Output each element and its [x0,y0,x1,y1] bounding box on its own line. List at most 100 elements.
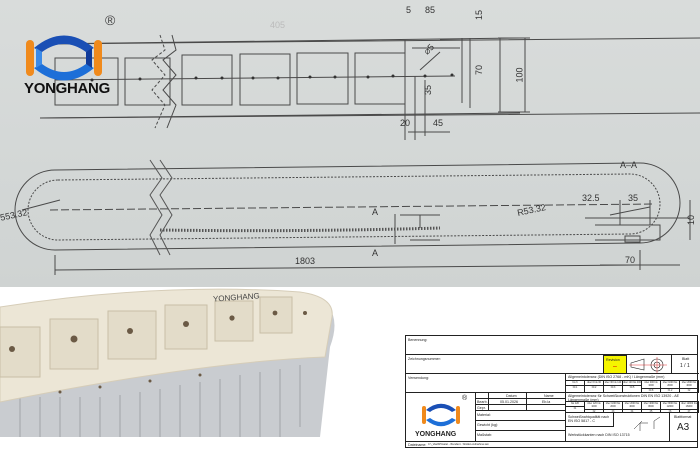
dim-5: 5 [406,5,412,15]
name-label: Name [544,394,554,398]
gewicht-label: Gewicht (kg): [477,423,499,427]
tolerance-value: ±0.2 [585,385,603,389]
tolerance-table-1: Allgemeintoleranz (DIN ISO 2768 - mK) / … [566,374,699,393]
dim-85: 85 [425,5,436,15]
title-block: Benennung: Zeichnungsnummer: Revision – … [405,335,699,448]
belt-product-photo: YONGHANG [0,287,390,450]
bearb-date: 05.01.2026 [500,400,518,404]
dim-20: 20 [400,118,411,128]
material-label: Material: [477,413,491,417]
tolerance-value: ±0.3 [604,385,622,389]
tolerance-cell: über 30 bis 120±0.3 [604,381,623,393]
title-block-logo: ® YONGHANG [406,393,476,441]
section-title: A–A [620,160,638,170]
dim-35: 35 [423,84,434,96]
dim-15: 15 [474,9,485,21]
massstab-label: Maßstab: [477,433,492,437]
dim-100: 100 [514,67,525,83]
zeichnungsnummer-label: Zeichnungsnummer: [408,357,441,361]
section-label-a-lower: A [372,248,379,258]
tolerance-cell: über 4000 bis 8000±5 [642,402,661,413]
tolerance-range: über 2000 bis 4000 [624,402,640,408]
top-strip-edge [39,37,521,45]
revision-value: – [613,363,617,370]
tolerance-value: ±1 [566,406,584,410]
verwendung-label: Verwendung: [408,376,429,380]
dim-70: 70 [474,64,485,76]
tolerance-cell: über 12000 bis 16000±7 [680,402,699,413]
dateiname-label: Dateiname: [408,443,427,447]
tolerance-cell: über 120 bis 1000±2 [585,402,604,413]
brand-name: YONGHANG [415,431,457,438]
row-benennung: Benennung: [406,336,697,355]
dim-35-section: 35 [628,193,639,203]
tolerance-cell: über 2000 bis 4000±4 [623,402,642,413]
tolerance-range: über 12000 bis 16000 [681,402,697,408]
tol2-title: Allgemeintoleranz für Schweißkonstruktio… [568,394,680,402]
tolerance-value: ±2 [680,388,698,392]
tolerance-cell: bis 6±0.1 [566,381,585,393]
tolerance-cell: über 1000 bis 2000±1.2 [661,381,680,393]
benennung-label: Benennung: [408,338,428,342]
registered-mark: ® [462,395,468,402]
timing-belt-image [0,288,335,437]
tolerance-cell: über 2000 bis 4000±2 [680,381,699,393]
dateiname-value: C:\_Vault\Private\...\Kunden\...\Stollen… [428,443,489,446]
dim-70-section: 70 [625,255,636,265]
tolerance-range: bis 120 [571,402,579,405]
brand-name: YONGHANG [24,80,110,97]
tolerance-table-2: Allgemeintoleranz für Schweißkonstruktio… [566,393,699,413]
werkstueck-box: Werkstückkanten nach DIN ISO 13715 [566,427,669,441]
section-label-a: A [372,207,379,217]
tolerance-range: über 120 bis 400 [623,381,641,384]
tolerance-range: über 8000 bis 12000 [662,402,678,408]
break-line [151,34,166,129]
tolerance-value: ±0.8 [642,388,660,392]
drawing-lines [14,34,700,275]
logo-mark-icon [422,403,460,427]
tolerance-cell: über 1000 bis 2000±3 [604,402,623,413]
tolerance-range: über 6 bis 30 [587,381,601,384]
faint-text: 405 [270,20,286,30]
tolerance-range: bis 6 [572,381,578,384]
tolerance-range: über 30 bis 120 [604,381,622,384]
brand-logo: YONGHANG [24,28,110,100]
blatt-box: Blatt 1 / 1 [672,355,699,374]
blattformat-label: Blattformat [674,415,692,419]
tolerance-cell: über 400 bis 1000±0.8 [642,381,661,393]
werkstueck-text: Werkstückkanten nach DIN ISO 13715 [568,433,630,437]
tolerance-range: über 1000 bis 2000 [605,402,621,408]
belt-teeth [159,226,441,233]
registered-mark: ® [105,12,116,28]
tolerance-range: über 2000 bis 4000 [681,381,697,387]
belt-side-outline [14,162,681,251]
tolerance-value: ±7 [680,409,698,413]
tolerance-range: über 4000 bis 8000 [643,402,659,408]
row-verwendung: Verwendung: [406,374,566,393]
row-zeichnungsnummer: Zeichnungsnummer: [406,355,603,374]
tolerance-range: über 400 bis 1000 [644,381,658,387]
schweiss-box: Schweißnahtqualität nach EN ISO 5817 - C [566,413,614,427]
tolerance-value: ±0.5 [623,385,641,389]
technical-drawing-photo: YONGHANG ® 5 85 15 70 100 ⌀5 35 20 45 40… [0,0,700,287]
dim-1803: 1803 [295,256,316,266]
dim-45: 45 [433,118,444,128]
datum-label: Datum [506,394,517,398]
tol1-title: Allgemeintoleranz (DIN ISO 2768 - mK) / … [568,375,665,379]
blatt-label: Blatt [682,357,690,361]
blattformat-value: A3 [677,422,690,433]
revision-label: Revision [606,358,620,362]
dim-32-5: 32.5 [582,193,600,203]
projection-symbol-icon [627,355,672,374]
tolerance-value: ±0.1 [566,385,584,389]
blattformat-box: Blattformat A3 [669,413,699,441]
tolerance-range: über 120 bis 1000 [587,402,601,408]
tolerance-value: ±1.2 [661,388,679,392]
tolerance-value: ±6 [661,409,679,413]
bearb-label: Bearb. [477,400,488,404]
tolerance-value: ±5 [642,409,660,413]
row-dateiname: Dateiname: C:\_Vault\Private\...\Kunden\… [406,441,697,448]
schweiss-text: Schweißnahtqualität nach EN ISO 5817 - C [568,415,610,423]
tolerance-cell: über 6 bis 30±0.2 [585,381,604,393]
